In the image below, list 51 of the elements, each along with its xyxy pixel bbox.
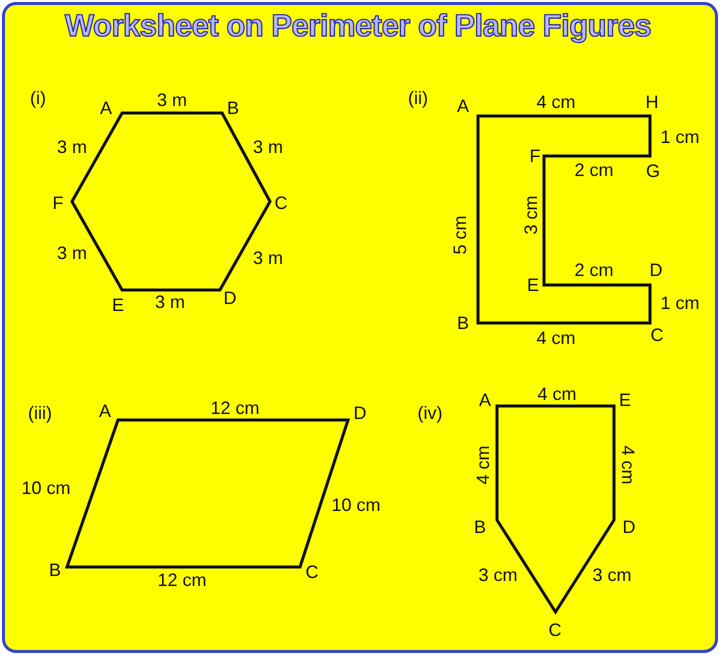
figure-number: (iii) — [28, 404, 52, 422]
side-length-label: 4 cm — [474, 446, 492, 484]
side-length-label: 10 cm — [21, 479, 71, 497]
vertex-label: F — [530, 147, 540, 165]
side-length-label: 3 cm — [478, 566, 518, 584]
side-length-label: 2 cm — [574, 261, 614, 279]
vertex-label: C — [650, 326, 664, 344]
side-length-label: 4 cm — [538, 385, 576, 403]
vertex-label: B — [227, 99, 239, 117]
vertex-label: C — [274, 194, 288, 212]
vertex-label: C — [548, 621, 562, 639]
title: Worksheet on Perimeter of Plane Figures — [64, 8, 652, 44]
figure-number: (i) — [30, 89, 46, 107]
vertex-label: D — [650, 261, 662, 279]
side-length-label: 1 cm — [660, 128, 700, 146]
vertex-label: A — [99, 402, 111, 420]
side-length-label: 4 cm — [619, 446, 637, 484]
vertex-label: E — [112, 296, 124, 314]
vertex-label: F — [52, 194, 64, 212]
side-length-label: 3 cm — [522, 196, 540, 234]
vertex-label: C — [306, 563, 318, 581]
side-length-label: 12 cm — [210, 399, 260, 417]
vertex-label: A — [479, 391, 491, 409]
figure-number: (iv) — [418, 404, 442, 422]
vertex-label: G — [646, 162, 660, 180]
side-length-label: 3 cm — [592, 566, 632, 584]
side-length-label: 3 m — [155, 293, 185, 311]
vertex-label: E — [527, 276, 539, 294]
side-length-label: 4 cm — [536, 329, 576, 347]
vertex-label: A — [457, 97, 469, 115]
side-length-label: 3 m — [57, 138, 87, 156]
side-length-label: 4 cm — [536, 93, 576, 111]
side-length-label: 3 m — [57, 244, 87, 262]
vertex-label: H — [646, 93, 658, 111]
side-length-label: 10 cm — [331, 496, 381, 514]
vertex-label: B — [474, 518, 486, 536]
vertex-label: D — [224, 289, 236, 307]
side-length-label: 5 cm — [451, 216, 469, 254]
side-length-label: 12 cm — [157, 571, 207, 589]
side-length-label: 3 m — [157, 91, 187, 109]
vertex-label: B — [457, 314, 469, 332]
figure-number: (ii) — [408, 89, 428, 107]
vertex-label: A — [100, 99, 112, 117]
vertex-label: D — [622, 518, 636, 536]
side-length-label: 3 m — [253, 138, 283, 156]
vertex-label: E — [619, 391, 631, 409]
vertex-label: D — [354, 404, 366, 422]
side-length-label: 1 cm — [660, 294, 700, 312]
vertex-label: B — [49, 561, 61, 579]
side-length-label: 3 m — [253, 249, 283, 267]
side-length-label: 2 cm — [574, 161, 614, 179]
